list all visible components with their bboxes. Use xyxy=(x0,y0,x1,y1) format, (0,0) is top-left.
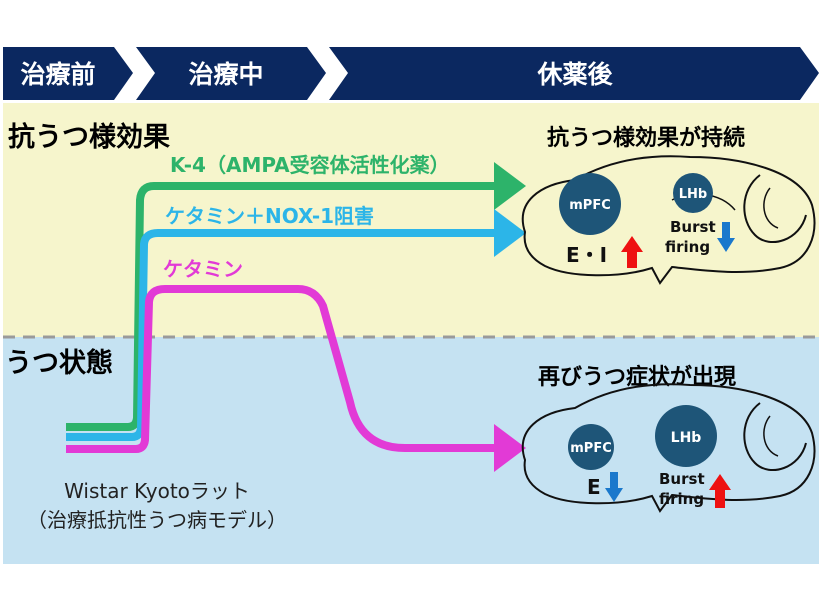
brain-bottom-burst-2: firing xyxy=(659,490,704,508)
brain-bottom-mpfc-label: mPFC xyxy=(570,441,612,456)
brain-top-burst-down-arrow-icon xyxy=(717,222,735,252)
brain-bottom-cerebellum xyxy=(743,402,807,472)
brain-top-outline xyxy=(522,155,816,285)
brain-top-burst-1: Burst xyxy=(670,218,716,236)
brain-bottom-lhb-label: LHb xyxy=(671,430,702,446)
phase-label-after: 休薬後 xyxy=(536,60,613,89)
brain-top-mpfc-label: mPFC xyxy=(569,198,611,213)
k4-label: K-4（AMPA受容体活性化薬） xyxy=(170,153,450,177)
brain-top-ei-up-arrow-icon xyxy=(621,236,643,268)
phase-label-during: 治療中 xyxy=(188,60,263,89)
brain-bottom: 再びうつ症状が出現 mPFC LHb Burst firing E xyxy=(522,364,816,513)
brain-top-ei-label: E・I xyxy=(566,243,607,267)
brain-top-mpfc-node xyxy=(559,173,621,235)
brain-top-fold xyxy=(763,187,779,229)
antidepressant-label: 抗うつ様効果 xyxy=(8,121,170,153)
brain-top-lhb-node xyxy=(673,173,713,213)
brain-top-title: 抗うつ様効果が持続 xyxy=(547,125,745,151)
phase-post-withdrawal xyxy=(329,47,819,100)
brain-top-burst-2: firing xyxy=(665,238,710,256)
brain-bottom-e-down-arrow-icon xyxy=(605,472,623,502)
k4-pathway xyxy=(66,162,526,431)
brain-bottom-lhb-node xyxy=(655,405,717,467)
brain-bottom-mpfc-node xyxy=(568,424,614,470)
phase-treatment xyxy=(136,47,326,100)
phase-pre-treatment xyxy=(3,47,133,100)
brain-bottom-burst-up-arrow-icon xyxy=(709,474,731,508)
model-line-1: Wistar Kyotoラット xyxy=(64,479,250,503)
ketamine-nox-label: ケタミン＋NOX-1阻害 xyxy=(165,204,374,228)
phase-label-pre: 治療前 xyxy=(20,60,95,89)
model-line-2: （治療抵抗性うつ病モデル） xyxy=(27,508,287,532)
brain-bottom-burst-1: Burst xyxy=(659,470,705,488)
brain-top: 抗うつ様効果が持続 mPFC LHb Burst firing E・I xyxy=(522,125,816,285)
brain-top-cerebellum xyxy=(743,174,807,244)
brain-bottom-e-label: E xyxy=(587,475,601,499)
brain-top-lhb-label: LHb xyxy=(679,187,707,202)
brain-bottom-outline xyxy=(522,383,816,513)
depression-label: うつ状態 xyxy=(5,347,113,379)
ketamine-pathway xyxy=(66,285,526,472)
brain-bottom-fold xyxy=(763,415,779,457)
ketamine-nox-pathway xyxy=(66,209,526,441)
ketamine-label: ケタミン xyxy=(163,257,243,281)
